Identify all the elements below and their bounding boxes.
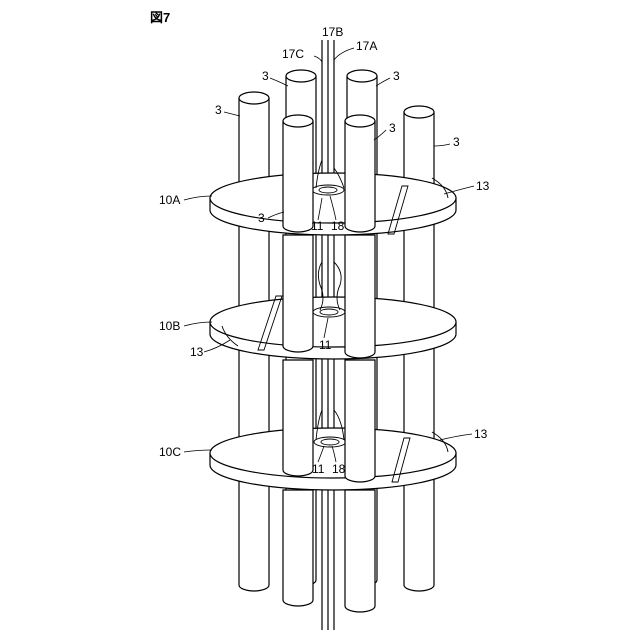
labels: 17B 17C 17A 3 3 3 3 3 3 10A 13 11 18 10B… [159, 25, 490, 476]
label-10B: 10B [159, 319, 180, 333]
label-10C: 10C [159, 445, 181, 459]
figure-title: 図7 [150, 10, 170, 25]
label-17C: 17C [282, 47, 304, 61]
label-11-a: 11 [311, 219, 324, 233]
label-17A: 17A [356, 39, 377, 53]
label-18-c: 18 [332, 462, 346, 476]
label-11-c: 11 [312, 462, 325, 476]
label-13-b: 13 [190, 345, 204, 359]
label-18-a: 18 [331, 219, 345, 233]
label-3-e: 3 [453, 135, 460, 149]
label-13-a: 13 [476, 179, 490, 193]
label-3-b: 3 [393, 69, 400, 83]
label-11-b: 11 [319, 338, 332, 352]
label-3-f: 3 [258, 211, 265, 225]
label-13-c: 13 [474, 427, 488, 441]
lower-front-rods [283, 490, 375, 612]
label-17B: 17B [322, 25, 343, 39]
label-3-d: 3 [389, 121, 396, 135]
label-3-c: 3 [215, 103, 222, 117]
label-3-a: 3 [262, 69, 269, 83]
label-10A: 10A [159, 193, 180, 207]
